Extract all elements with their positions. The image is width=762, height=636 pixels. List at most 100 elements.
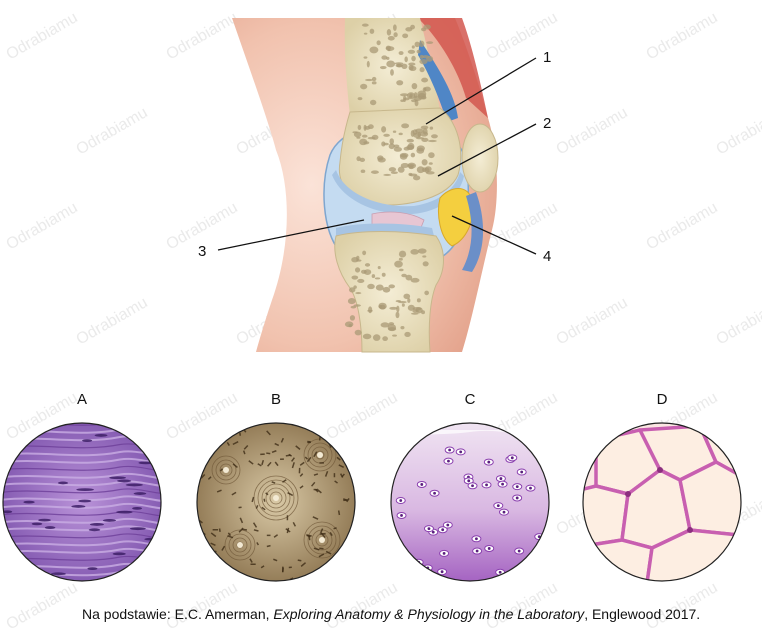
central-canal — [317, 452, 323, 458]
fibroblast-nucleus — [38, 518, 51, 522]
bone-pore — [406, 92, 416, 100]
bone-pore — [400, 99, 405, 102]
bone-pore — [344, 321, 354, 328]
bone-pore — [362, 250, 367, 256]
bone-pore — [404, 56, 408, 63]
bone-pore — [426, 41, 434, 44]
lacuna — [241, 581, 244, 587]
bone-pore — [424, 290, 429, 296]
lacuna — [252, 522, 258, 528]
watermark-text: Odrabiamu — [74, 294, 151, 348]
lacuna — [273, 534, 279, 538]
bone-pore — [371, 134, 379, 140]
lacuna — [350, 463, 355, 467]
lacuna — [226, 441, 230, 446]
bone-pore — [377, 266, 381, 270]
bone-pore — [401, 303, 405, 307]
osteon-ring — [307, 442, 333, 468]
fibroblast-nucleus — [82, 439, 93, 443]
lacuna — [313, 451, 318, 458]
collagen-fiber — [3, 525, 161, 532]
bone-pore — [381, 272, 386, 277]
bone-pore — [400, 163, 410, 168]
lacuna — [239, 432, 242, 436]
lacuna — [304, 456, 309, 460]
patella — [461, 123, 499, 193]
bone-pore — [354, 267, 361, 273]
bone-pore — [395, 63, 404, 68]
chondrocyte — [427, 527, 431, 531]
lacuna — [299, 461, 305, 466]
chondrocyte — [447, 459, 450, 463]
bone-pore — [380, 322, 390, 328]
bone-pore — [420, 131, 429, 137]
fibroblast-nucleus — [123, 572, 141, 575]
bone-pore — [411, 55, 416, 62]
lacuna — [274, 442, 280, 447]
bone-pore — [410, 152, 416, 158]
fibroblast-nucleus — [89, 523, 104, 526]
bone-pore — [403, 293, 411, 300]
bone-pore — [416, 166, 425, 174]
lacuna — [218, 528, 221, 532]
bone-pore — [398, 132, 403, 136]
bone-pore — [408, 62, 416, 66]
lacuna — [295, 445, 301, 450]
bone-pore — [415, 307, 423, 314]
bone-pore — [392, 130, 397, 133]
bone-pore — [357, 97, 363, 101]
bone-pore — [378, 304, 383, 309]
lacuna — [210, 542, 216, 547]
osteon-ring — [211, 455, 241, 485]
fibroblast-nucleus — [151, 455, 161, 458]
bone-pore — [383, 173, 392, 176]
chondrocyte — [475, 537, 478, 541]
lacuna — [197, 457, 200, 462]
bone-pore — [359, 138, 368, 146]
lacuna — [251, 578, 256, 581]
bone-pore — [392, 334, 397, 337]
bone-pore — [361, 134, 368, 138]
watermark-text: Odrabiamu — [554, 294, 631, 348]
bone-pore — [397, 166, 405, 173]
watermark-text: Odrabiamu — [714, 294, 762, 348]
lacuna — [267, 461, 272, 467]
lacuna — [210, 532, 217, 538]
chondrocyte — [448, 448, 452, 452]
bone-pore — [386, 28, 392, 36]
lacuna — [250, 563, 256, 566]
fibroblast-nucleus — [57, 481, 69, 485]
lacuna — [312, 516, 319, 520]
tissue-label-b: B — [271, 391, 281, 408]
lacuna — [266, 544, 271, 548]
lacuna — [266, 430, 271, 436]
lacuna — [286, 413, 290, 417]
collagen-fiber — [3, 502, 161, 510]
bone-pore — [415, 128, 424, 134]
lacuna — [288, 453, 292, 457]
bone-pore — [414, 99, 419, 107]
lacuna — [266, 534, 271, 537]
lacuna — [280, 437, 285, 443]
callout-label-3: 3 — [198, 243, 206, 260]
bone-pore — [364, 125, 371, 130]
lacuna — [259, 585, 264, 589]
watermark-text: Odrabiamu — [644, 199, 721, 253]
lacuna — [300, 562, 307, 567]
bone-pore — [395, 311, 400, 319]
bone-pore — [409, 65, 417, 72]
bone-pore — [417, 90, 427, 98]
tissue-label-d: D — [657, 391, 668, 408]
bone-pore — [404, 331, 411, 338]
bone-pore — [413, 175, 421, 181]
lacuna — [207, 476, 212, 480]
bone-pore — [379, 65, 387, 70]
fibroblast-nucleus — [129, 527, 146, 531]
bone-pore — [419, 59, 428, 65]
osteon-ring — [232, 537, 248, 553]
bone-pore — [417, 248, 427, 254]
bone-pore — [393, 144, 400, 148]
bone-pore — [419, 40, 425, 48]
chondrocyte — [515, 485, 519, 489]
